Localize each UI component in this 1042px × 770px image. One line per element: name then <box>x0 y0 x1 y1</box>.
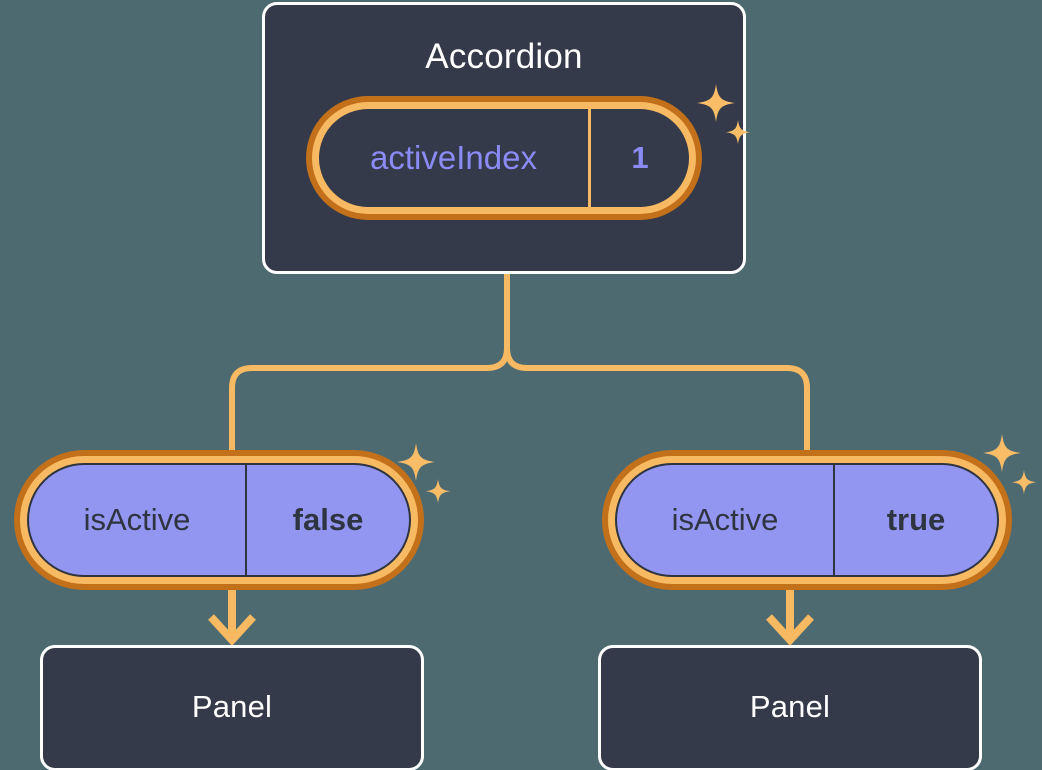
state-value-isactive-right: true <box>886 502 946 537</box>
accordion-state-pill[interactable]: activeIndex 1 <box>306 96 702 220</box>
state-value-isactive-left: false <box>292 502 364 537</box>
arrow-down-icon-right <box>766 588 814 646</box>
pill-inner-ring: isActive false <box>20 456 418 584</box>
state-value-activeindex: 1 <box>631 140 649 175</box>
state-key-isactive-left: isActive <box>29 465 247 575</box>
branch-left-state-pill[interactable]: isActive false <box>14 450 424 590</box>
panel-node-title-right: Panel <box>749 689 831 724</box>
pill-body: isActive false <box>27 463 411 577</box>
pill-inner-ring: isActive true <box>608 456 1006 584</box>
state-key-isactive-right: isActive <box>617 465 835 575</box>
pill-inner-ring: activeIndex 1 <box>312 102 696 214</box>
connector-branch-right <box>504 347 810 452</box>
panel-component-node-right[interactable]: Panel <box>598 645 982 770</box>
state-key-activeindex: activeIndex <box>319 109 591 207</box>
pill-body: isActive true <box>615 463 999 577</box>
connector-branch-left <box>229 347 510 452</box>
arrow-down-icon-left <box>208 588 256 646</box>
pill-body: activeIndex 1 <box>319 109 689 207</box>
panel-node-title-left: Panel <box>191 689 273 724</box>
accordion-node-title: Accordion <box>425 37 583 76</box>
panel-component-node-left[interactable]: Panel <box>40 645 424 770</box>
branch-right-state-pill[interactable]: isActive true <box>602 450 1012 590</box>
